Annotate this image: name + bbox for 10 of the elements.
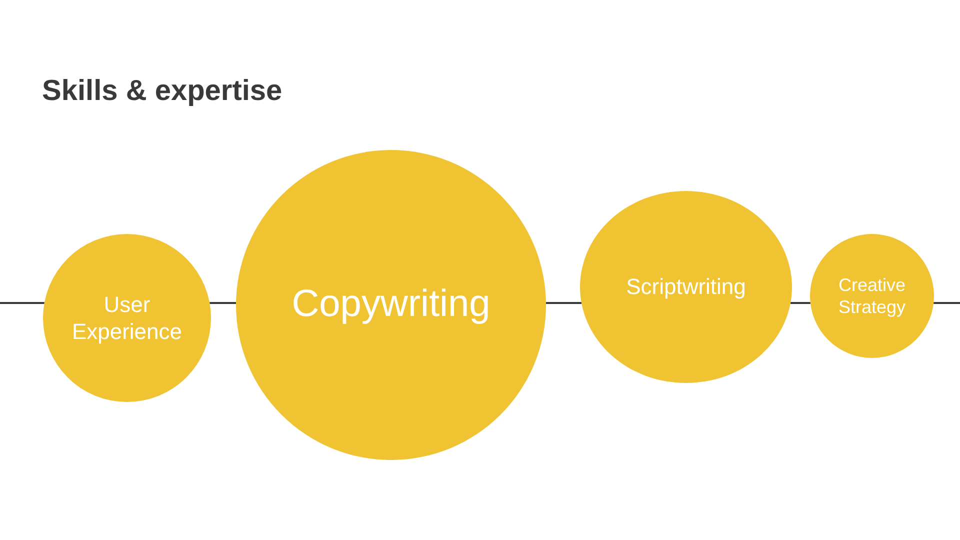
skill-label: User Experience	[70, 290, 184, 346]
connector-line	[0, 302, 44, 304]
skill-label: Copywriting	[292, 282, 490, 328]
skill-label: Scriptwriting	[626, 273, 746, 301]
connector-line	[934, 302, 960, 304]
connector-line	[210, 302, 236, 304]
connector-line	[546, 302, 582, 304]
skill-label: Creative Strategy	[837, 274, 907, 318]
slide-title: Skills & expertise	[42, 74, 282, 109]
connector-line	[790, 302, 810, 304]
